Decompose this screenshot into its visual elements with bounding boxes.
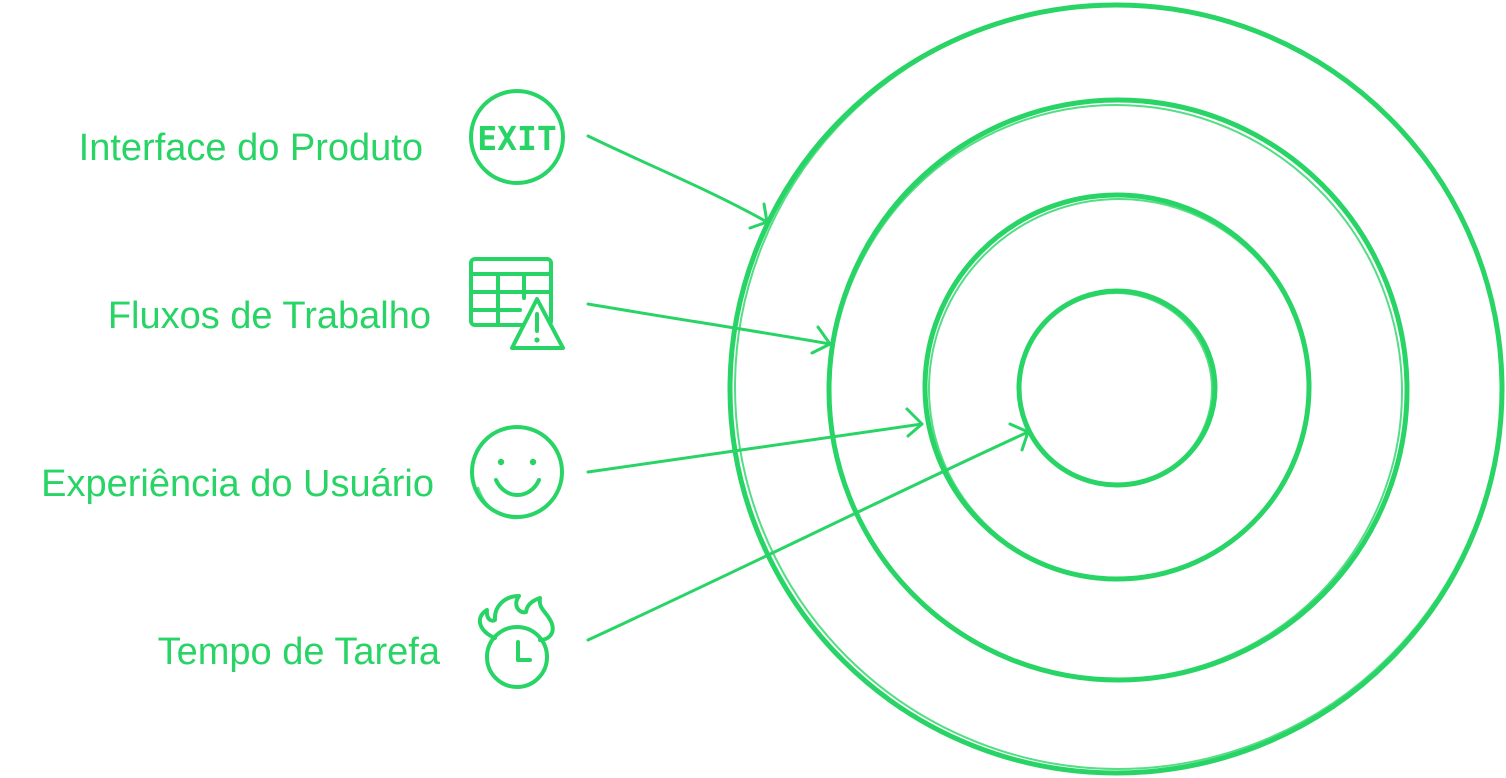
arrow-tempo bbox=[586, 422, 1030, 642]
label-experiencia-do-usuario: Experiência do Usuário bbox=[41, 463, 434, 505]
smiley-face-icon bbox=[470, 425, 564, 520]
target-ring-outer bbox=[727, 2, 1505, 776]
target-ring-2 bbox=[826, 97, 1410, 683]
label-fluxos-de-trabalho: Fluxos de Trabalho bbox=[107, 295, 431, 337]
arrow-fluxos bbox=[586, 302, 832, 355]
label-tempo-de-tarefa: Tempo de Tarefa bbox=[157, 631, 440, 673]
exit-sign-icon: EXIT bbox=[469, 89, 565, 185]
arrow-experiencia bbox=[586, 407, 924, 474]
label-interface-do-produto: Interface do Produto bbox=[78, 127, 423, 169]
alarm-clock-icon bbox=[477, 594, 555, 689]
target-ring-3 bbox=[922, 192, 1312, 582]
exit-icon-text: EXIT bbox=[477, 119, 556, 158]
target-ring-center bbox=[1016, 288, 1218, 488]
arrow-interface bbox=[586, 134, 769, 230]
table-warning-icon bbox=[469, 257, 565, 350]
